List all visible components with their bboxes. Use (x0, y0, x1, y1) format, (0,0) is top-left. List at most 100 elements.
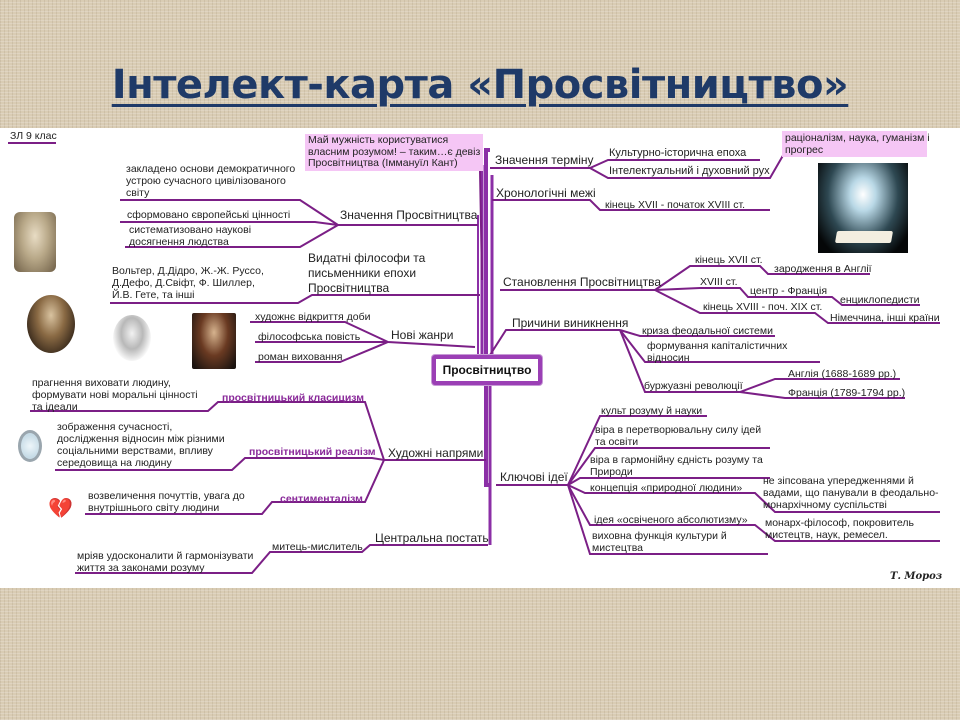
node-art-trends[interactable]: Художні напрями (388, 446, 484, 460)
node-formation[interactable]: Становлення Просвітництва (503, 275, 661, 289)
detail-line: раціоналізм, наука, гуманізм і (785, 132, 930, 144)
node-bourgeois-revolutions[interactable]: буржуазні революції (644, 380, 743, 392)
node-significance[interactable]: Значення Просвітництва (340, 208, 478, 222)
text-line: Д.Дефо, Д.Свіфт, Ф. Шиллер, (112, 277, 255, 289)
text-line: життя за законами розуму (77, 562, 205, 574)
broken-heart-icon: 💔 (48, 498, 73, 520)
text-line: та освіти (595, 436, 639, 448)
swift-portrait (27, 295, 75, 353)
page-title: Інтелект-карта «Просвітництво» (111, 62, 849, 108)
node-philosopher-names[interactable]: Вольтер, Д.Дідро, Ж.-Ж. Руссо, Д.Дефо, Д… (112, 265, 264, 301)
node-classicism[interactable]: просвітницький класицизм (222, 392, 364, 404)
text-line: відносин (647, 352, 690, 364)
node-feudal-crisis[interactable]: криза феодальної системи (642, 325, 773, 337)
quote-line: Просвітництва (Іммануїл Кант) (308, 157, 458, 169)
node-european-values[interactable]: сформовано європейські цінності (127, 209, 291, 221)
text-line: вадами, що панували в феодально- (763, 487, 939, 499)
node-formation-17c[interactable]: кінець XVII ст. (695, 254, 763, 266)
node-encyclopedists[interactable]: енциклопедисти (840, 294, 920, 306)
text-line: закладено основи демократичного (126, 163, 296, 175)
node-democracy-foundations[interactable]: закладено основи демократичного устрою с… (126, 163, 295, 199)
class-label: ЗЛ 9 клас (10, 130, 57, 142)
node-natural-man-detail[interactable]: не зіпсована упередженнями й вадами, що … (763, 475, 939, 511)
node-germany-others[interactable]: Німеччина, інші країни (830, 312, 940, 324)
text-line: соціальними верствами, впливу (57, 445, 213, 457)
node-cultural-epoch[interactable]: Культурно-історична епоха (609, 147, 747, 159)
central-node[interactable]: Просвітництво (432, 355, 542, 385)
node-central-figure[interactable]: Центральна постать (375, 531, 489, 545)
text-line: виховна функція культури й (592, 530, 727, 542)
node-england-revolution[interactable]: Англія (1688-1689 рр.) (788, 368, 897, 380)
text-line: досягнення людства (129, 236, 229, 248)
detail-line: прогрес (785, 144, 824, 156)
text-line: формування капіталістичних (647, 340, 788, 352)
node-genre-discovery[interactable]: художнє відкриття доби (255, 311, 371, 323)
node-realism[interactable]: просвітницький реалізм (249, 446, 376, 458)
text-line: середовища на людину (57, 457, 172, 469)
text-line: устрою сучасного цивілізованого (126, 175, 286, 187)
goethe-portrait (192, 313, 236, 369)
node-key-ideas[interactable]: Ключові ідеї (500, 470, 568, 484)
node-capitalist-relations[interactable]: формування капіталістичних відносин (647, 340, 787, 364)
node-philosophers[interactable]: Видатні філософи та письменники епохи Пр… (308, 251, 425, 296)
node-cult-of-reason[interactable]: культ розуму й науки (601, 405, 703, 417)
node-england-origin[interactable]: зародження в Англії (774, 263, 872, 275)
text-line: внутрішнього світу людини (88, 502, 220, 514)
node-chronology-range[interactable]: кінець XVII - початок XVIII ст. (605, 199, 746, 211)
quote-line: власним розумом! – таким…є девіз (308, 145, 481, 158)
text-line: прагнення виховати людину, (32, 377, 171, 389)
text-line: віра в перетворювальну силу ідей (595, 424, 762, 436)
node-france-center[interactable]: центр - Франція (750, 285, 828, 297)
node-causes[interactable]: Причини виникнення (512, 316, 629, 330)
voltaire-portrait (14, 212, 56, 272)
glowing-book-image (818, 163, 908, 253)
quote-line: Май мужність користуватися (308, 134, 449, 146)
node-term-detail[interactable]: раціоналізм, наука, гуманізм і прогрес (782, 131, 930, 157)
node-harmony-nature[interactable]: віра в гармонійну єдність розуму та Прир… (590, 454, 763, 478)
text-line: мистецтва (592, 542, 643, 554)
text-line: монарх-філософ, покровитель (765, 517, 914, 529)
node-artist-thinker[interactable]: митець-мислитель (272, 541, 363, 553)
node-new-genres[interactable]: Нові жанри (391, 328, 454, 342)
node-systematized-science[interactable]: систематизовано наукові досягнення людст… (129, 224, 251, 248)
text-line: возвеличення почуттів, увага до (88, 490, 245, 502)
node-realism-desc[interactable]: зображення сучасності, дослідження відно… (57, 421, 225, 469)
node-classicism-desc[interactable]: прагнення виховати людину, формувати нов… (32, 377, 198, 413)
node-genre-bildungsroman[interactable]: роман виховання (258, 351, 343, 363)
text-line: зображення сучасності, (57, 421, 173, 433)
node-intellectual-movement[interactable]: Інтелектуальний і духовний рух (609, 165, 770, 177)
text-line: віра в гармонійну єдність розуму та (590, 454, 763, 466)
text-line: формувати нові моральні цінності (32, 389, 198, 401)
text-line: дослідження відносин між різними (57, 433, 225, 445)
node-artist-desc[interactable]: мріяв удосконалити й гармонізувати життя… (77, 550, 253, 574)
node-chronology[interactable]: Хронологічні межі (496, 186, 596, 200)
text-line: Й.В. Гете, та інші (112, 289, 195, 301)
node-absolutism-detail[interactable]: монарх-філософ, покровитель мистецтв, на… (765, 517, 914, 541)
text-line: Вольтер, Д.Дідро, Ж.-Ж. Руссо, (112, 265, 264, 277)
text-line: монархічному суспільстві (763, 499, 887, 511)
mirror-icon (18, 430, 42, 462)
text-line: мріяв удосконалити й гармонізувати (77, 550, 254, 562)
node-educational-function[interactable]: виховна функція культури й мистецтва (592, 530, 727, 554)
schiller-portrait (113, 315, 151, 361)
node-sentimentalism-desc[interactable]: возвеличення почуттів, увага до внутрішн… (88, 490, 245, 514)
text-line: письменники епохи (308, 266, 417, 280)
node-formation-late18c[interactable]: кінець XVIII - поч. XIX ст. (703, 301, 823, 313)
author-signature: Т. Мороз (890, 571, 943, 582)
node-term-meaning[interactable]: Значення терміну (495, 153, 594, 167)
text-line: та ідеали (32, 401, 78, 413)
text-line: світу (126, 187, 150, 199)
kant-quote: Май мужність користуватися власним розум… (305, 134, 484, 171)
text-line: мистецтв, наук, ремесел. (765, 529, 888, 541)
node-enlightened-absolutism[interactable]: ідея «освіченого абсолютизму» (594, 514, 748, 526)
text-line: Просвітництва (308, 281, 390, 295)
node-power-of-ideas[interactable]: віра в перетворювальну силу ідей та осві… (595, 424, 761, 448)
text-line: не зіпсована упередженнями й (763, 475, 914, 487)
node-france-revolution[interactable]: Франція (1789-1794 рр.) (788, 387, 906, 399)
node-sentimentalism[interactable]: сентименталізм (280, 493, 363, 505)
node-formation-18c[interactable]: XVIII ст. (700, 276, 738, 288)
text-line: Видатні філософи та (308, 251, 426, 265)
node-natural-man[interactable]: концепція «природної людини» (590, 482, 743, 494)
text-line: Природи (590, 466, 633, 478)
node-genre-philosophical-tale[interactable]: філософська повість (258, 331, 361, 343)
